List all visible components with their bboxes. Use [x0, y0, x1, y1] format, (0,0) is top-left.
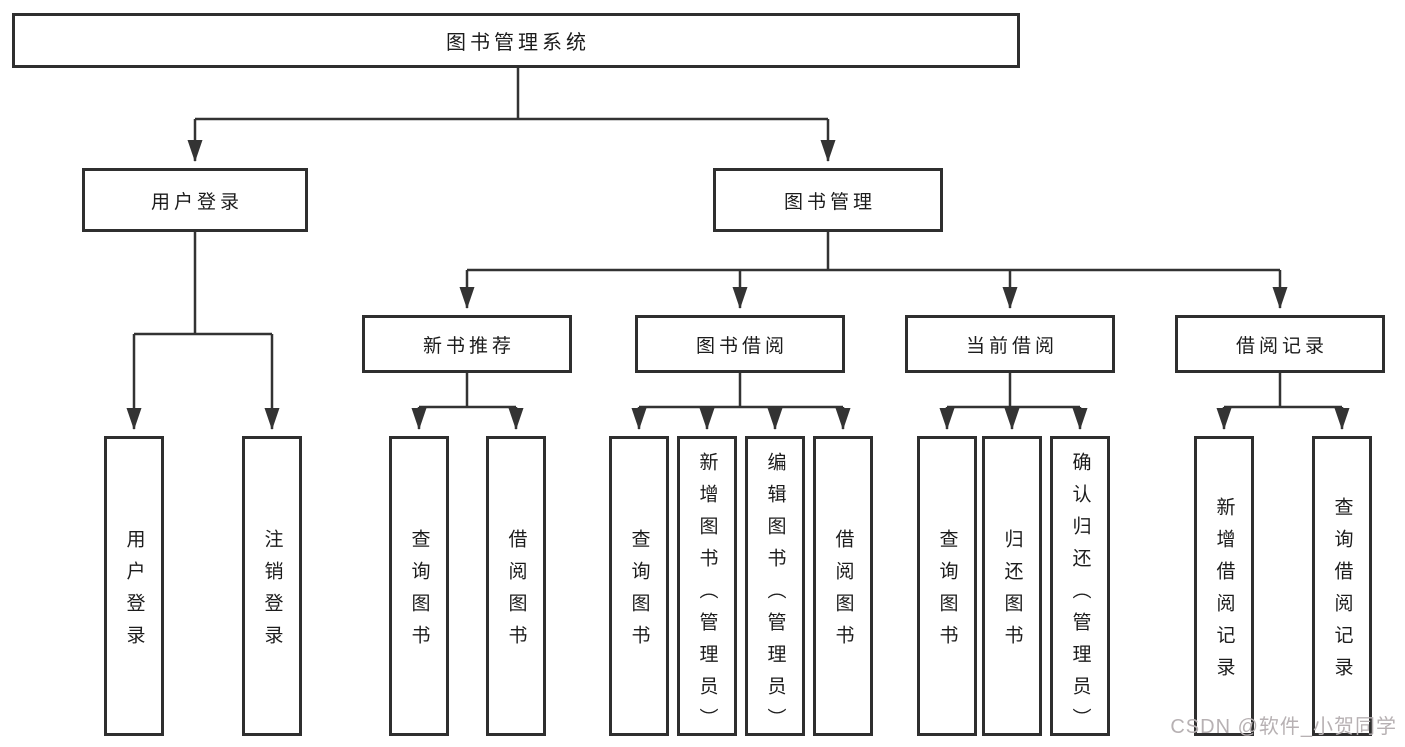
connector-group: [126, 68, 1350, 430]
leaf-query-books: 查询图书: [917, 436, 977, 736]
watermark: CSDN @软件_小贺同学: [1170, 716, 1397, 738]
leaf-add-borrow-record: 新增借阅记录: [1194, 436, 1254, 736]
leaf-return-books: 归还图书: [982, 436, 1042, 736]
node-user-login: 用户登录: [82, 168, 308, 232]
node-book-management: 图书管理: [713, 168, 943, 232]
leaf-borrow-books: 借阅图书: [486, 436, 546, 736]
leaf-query-books: 查询图书: [389, 436, 449, 736]
leaf-borrow-books: 借阅图书: [813, 436, 873, 736]
node-new-book-recommendation: 新书推荐: [362, 315, 572, 373]
leaf-edit-books-admin: 编辑图书（管理员）: [745, 436, 805, 740]
leaf-user-login: 用户登录: [104, 436, 164, 736]
leaf-query-books: 查询图书: [609, 436, 669, 736]
node-library-system: 图书管理系统: [12, 13, 1020, 68]
leaf-add-books-admin: 新增图书（管理员）: [677, 436, 737, 740]
leaf-query-borrow-record: 查询借阅记录: [1312, 436, 1372, 736]
leaf-logout: 注销登录: [242, 436, 302, 736]
leaf-confirm-return-admin: 确认归还（管理员）: [1050, 436, 1110, 740]
node-borrowing-records: 借阅记录: [1175, 315, 1385, 373]
node-book-borrowing: 图书借阅: [635, 315, 845, 373]
node-current-borrowing: 当前借阅: [905, 315, 1115, 373]
